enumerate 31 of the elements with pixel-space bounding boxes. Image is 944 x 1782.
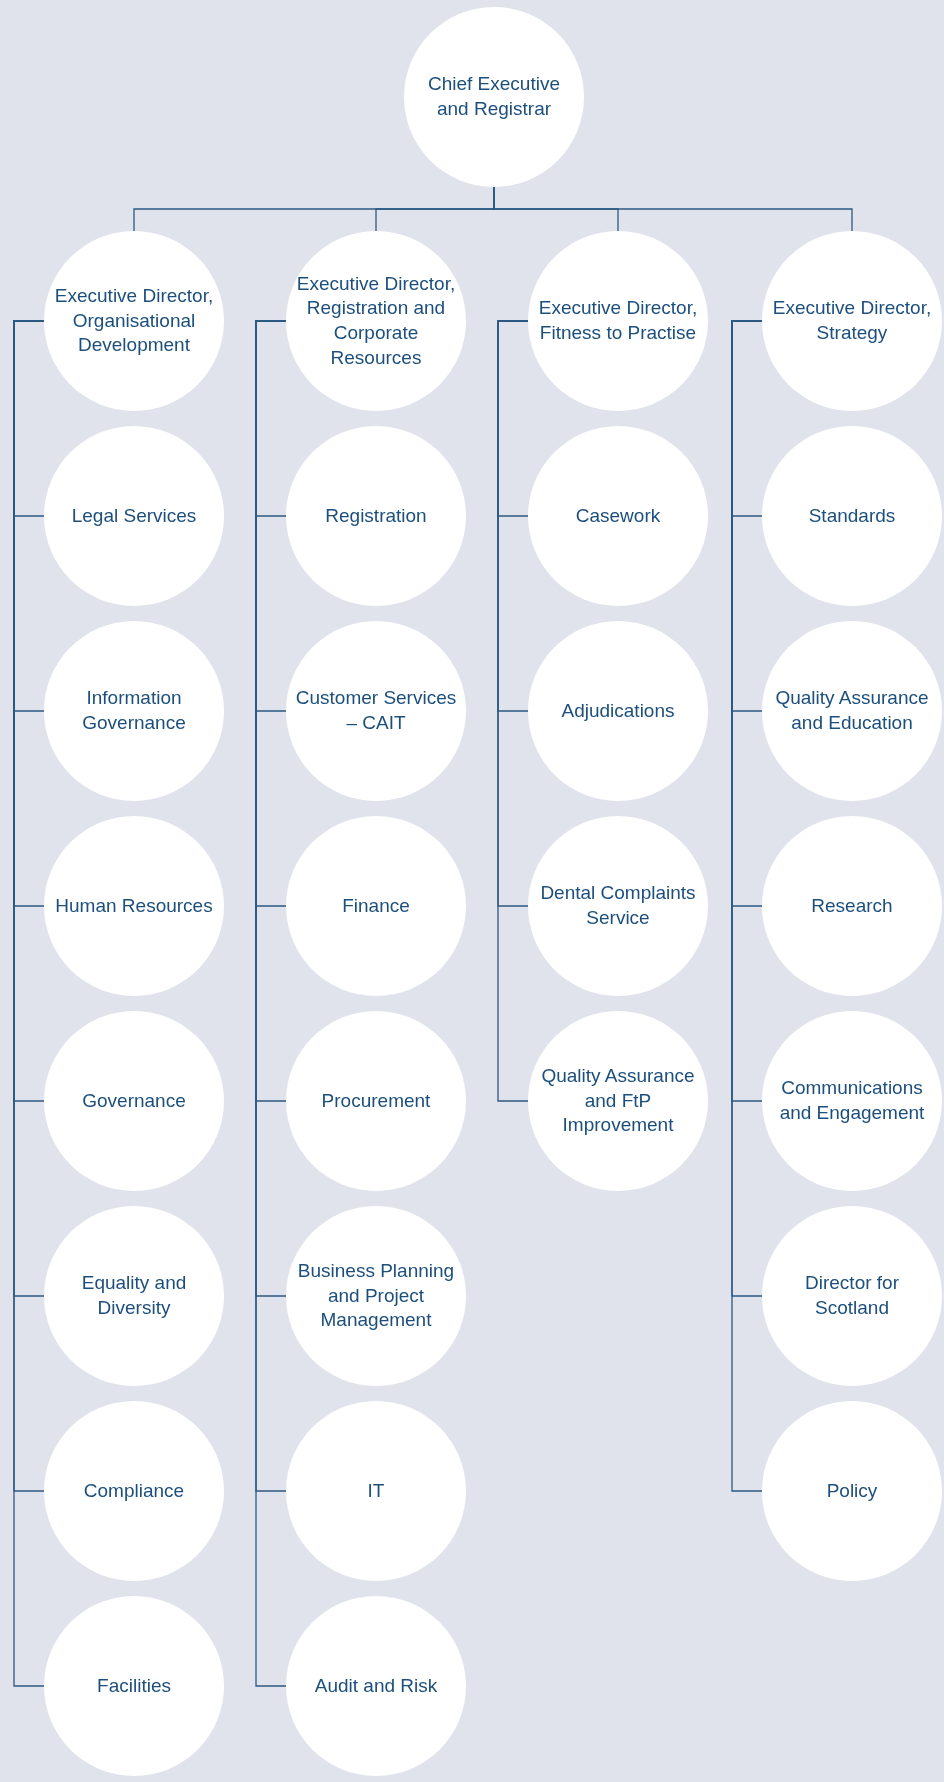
role-label: Dental Complaints Service — [539, 881, 697, 930]
role-label: Chief Executive and Registrar — [427, 72, 561, 121]
role-label: Human Resources — [55, 893, 213, 918]
role-label: Facilities — [97, 1673, 171, 1698]
role-label: IT — [367, 1478, 385, 1503]
role-label: Equality and Diversity — [80, 1271, 188, 1320]
role-label: Customer Services – CAIT — [294, 686, 458, 735]
role-label: Legal Services — [71, 503, 197, 528]
role-label: Standards — [808, 503, 896, 528]
role-label: Procurement — [321, 1088, 431, 1113]
role-label: Research — [811, 893, 893, 918]
role-label: Casework — [575, 503, 661, 528]
role-label: Audit and Risk — [314, 1673, 438, 1698]
role-label: Adjudications — [561, 698, 675, 723]
role-label: Business Planning and Project Management — [296, 1258, 456, 1333]
connector-line — [731, 320, 763, 1492]
role-label: Executive Director, Fitness to Practise — [537, 296, 699, 345]
role-label: Executive Director, Strategy — [771, 296, 933, 345]
role-label: Governance — [82, 1088, 186, 1113]
role-label: Information Governance — [81, 686, 187, 735]
role-label: Executive Director, Registration and Corporate Resources — [295, 271, 457, 370]
role-label: Registration — [325, 503, 427, 528]
role-label: Director for Scotland — [804, 1271, 900, 1320]
role-label: Quality Assurance and FtP Improvement — [540, 1063, 696, 1138]
role-label: Quality Assurance and Education — [774, 686, 930, 735]
role-label: Communications and Engagement — [778, 1076, 926, 1125]
role-label: Finance — [342, 893, 410, 918]
role-label: Policy — [826, 1478, 878, 1503]
connector-line — [497, 320, 529, 1102]
role-label: Executive Director, Organisational Development — [53, 283, 215, 358]
role-label: Compliance — [83, 1478, 185, 1503]
